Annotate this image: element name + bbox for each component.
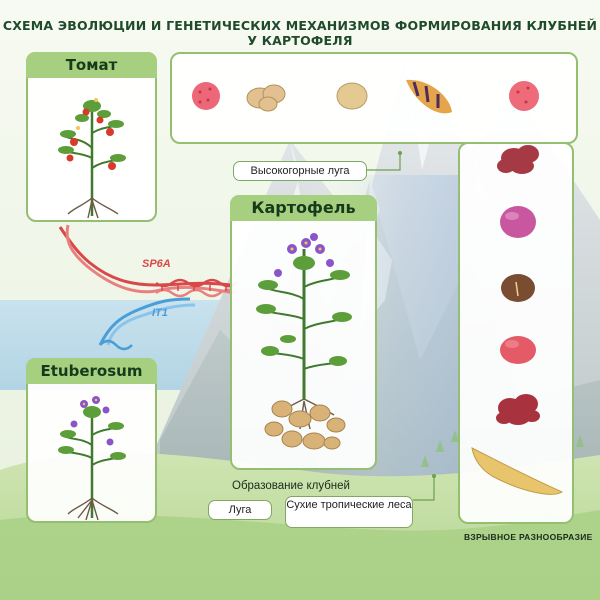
highland-connector	[367, 151, 402, 171]
potato-tubers-icon	[264, 400, 346, 450]
tuber-formation-label: Образование клубней	[232, 480, 350, 492]
sp6a-helix	[58, 224, 237, 298]
etuberosum-plant-icon	[58, 396, 126, 521]
forest-connector	[413, 474, 436, 501]
tomato-panel: Томат	[26, 52, 157, 222]
tuber-purple-banded-icon	[406, 79, 452, 114]
etuberosum-panel-title: Etuberosum	[26, 358, 157, 384]
explosive-diversity-label: ВЗРЫВНОЕ РАЗНООБРАЗИЕ	[464, 532, 593, 542]
etuberosum-panel: Etuberosum	[26, 358, 157, 523]
tomato-panel-title: Томат	[26, 52, 157, 78]
tuber-tan-round-icon	[336, 82, 368, 110]
tuber-darkred-knobby-icon	[497, 145, 539, 174]
dna-helix-icon	[58, 224, 237, 351]
tuber-magenta-oval-icon	[500, 206, 536, 238]
potato-panel-title: Картофель	[230, 195, 377, 221]
tuber-crimson-cluster-icon	[496, 394, 540, 425]
diagram-title: СХЕМА ЭВОЛЮЦИИ И ГЕНЕТИЧЕСКИХ МЕХАНИЗМОВ…	[2, 18, 598, 48]
tuber-red-round-icon	[192, 82, 220, 110]
tuber-column	[471, 145, 564, 495]
gene-label-it1: IT1	[152, 307, 168, 319]
tuber-row	[192, 79, 539, 114]
it1-helix	[98, 297, 196, 351]
gene-label-sp6a: SP6A	[142, 258, 171, 270]
tuber-tan-cluster-icon	[246, 84, 286, 112]
meadows-label: Луга	[208, 500, 272, 520]
tuber-yellow-finger-icon	[471, 447, 564, 495]
tomato-plant-icon	[58, 98, 126, 219]
dry-tropical-forest-label: Сухие тропические леса	[285, 496, 413, 528]
flowering-potato-plant-icon	[256, 233, 352, 450]
tuber-coral-red-icon	[500, 336, 536, 364]
tuber-brown-icon	[501, 274, 535, 302]
tuber-pink-round-icon	[509, 81, 539, 111]
potato-panel: Картофель	[230, 195, 377, 470]
highland-meadows-label: Высокогорные луга	[233, 161, 367, 181]
